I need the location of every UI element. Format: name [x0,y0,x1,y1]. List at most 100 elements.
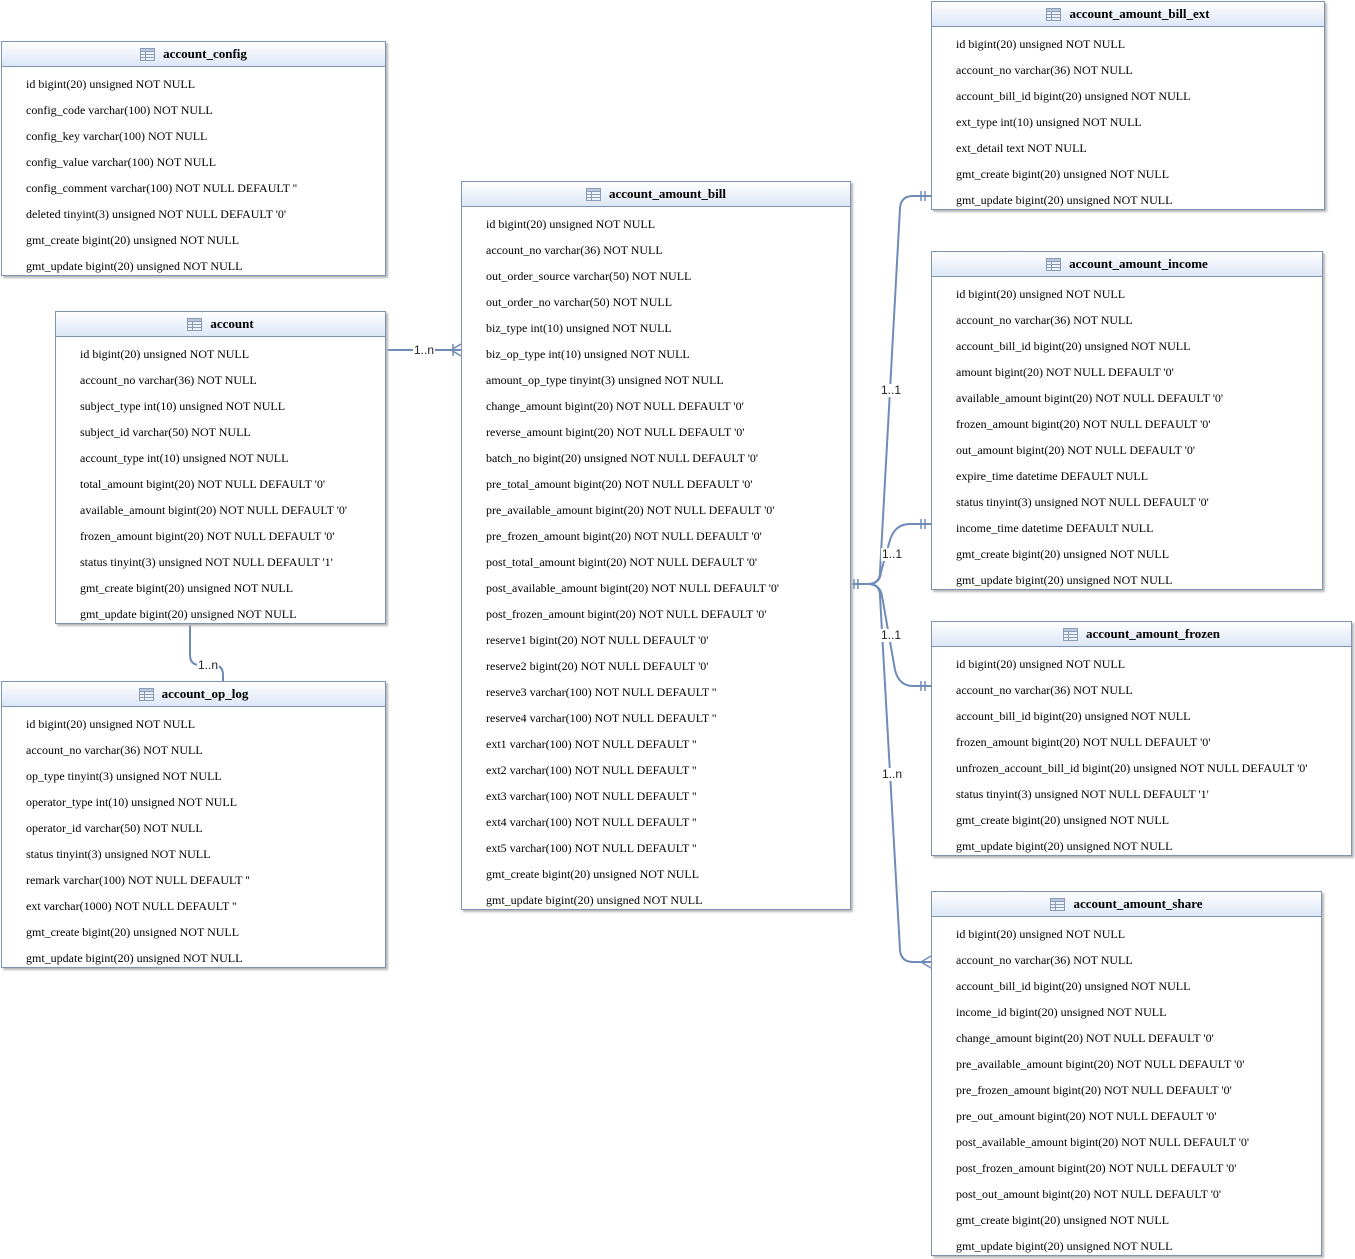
field-row[interactable]: change_amount bigint(20) NOT NULL DEFAUL… [956,1031,1214,1045]
field-row[interactable]: gmt_update bigint(20) unsigned NOT NULL [956,193,1173,207]
field-row[interactable]: gmt_update bigint(20) unsigned NOT NULL [956,1239,1173,1253]
field-row[interactable]: account_bill_id bigint(20) unsigned NOT … [956,339,1191,353]
field-row[interactable]: pre_frozen_amount bigint(20) NOT NULL DE… [486,529,762,543]
field-row[interactable]: subject_id varchar(50) NOT NULL [80,425,251,439]
field-row[interactable]: gmt_create bigint(20) unsigned NOT NULL [956,167,1170,181]
field-row[interactable]: ext1 varchar(100) NOT NULL DEFAULT '' [486,737,697,751]
entity-header[interactable]: account_amount_income [932,252,1322,277]
field-row[interactable]: post_available_amount bigint(20) NOT NUL… [486,581,780,595]
field-row[interactable]: income_time datetime DEFAULT NULL [956,521,1154,535]
field-row[interactable]: biz_type int(10) unsigned NOT NULL [486,321,672,335]
field-row[interactable]: pre_available_amount bigint(20) NOT NULL… [486,503,775,517]
field-row[interactable]: biz_op_type int(10) unsigned NOT NULL [486,347,690,361]
field-row[interactable]: account_bill_id bigint(20) unsigned NOT … [956,89,1191,103]
field-row[interactable]: id bigint(20) unsigned NOT NULL [956,657,1126,671]
field-row[interactable]: income_id bigint(20) unsigned NOT NULL [956,1005,1167,1019]
field-row[interactable]: reserve4 varchar(100) NOT NULL DEFAULT '… [486,711,717,725]
field-row[interactable]: gmt_create bigint(20) unsigned NOT NULL [26,925,240,939]
field-row[interactable]: available_amount bigint(20) NOT NULL DEF… [80,503,348,517]
field-row[interactable]: id bigint(20) unsigned NOT NULL [956,287,1126,301]
field-row[interactable]: operator_id varchar(50) NOT NULL [26,821,203,835]
field-row[interactable]: gmt_create bigint(20) unsigned NOT NULL [26,233,240,247]
field-row[interactable]: account_no varchar(36) NOT NULL [486,243,663,257]
field-row[interactable]: out_order_source varchar(50) NOT NULL [486,269,692,283]
field-row[interactable]: id bigint(20) unsigned NOT NULL [486,217,656,231]
field-row[interactable]: ext3 varchar(100) NOT NULL DEFAULT '' [486,789,697,803]
entity-header[interactable]: account_amount_share [932,892,1321,917]
field-row[interactable]: post_frozen_amount bigint(20) NOT NULL D… [486,607,767,621]
entity-header[interactable]: account [56,312,385,337]
field-row[interactable]: config_code varchar(100) NOT NULL [26,103,213,117]
field-row[interactable]: ext_detail text NOT NULL [956,141,1087,155]
field-row[interactable]: pre_total_amount bigint(20) NOT NULL DEF… [486,477,753,491]
field-row[interactable]: out_order_no varchar(50) NOT NULL [486,295,673,309]
field-row[interactable]: reverse_amount bigint(20) NOT NULL DEFAU… [486,425,745,439]
field-row[interactable]: pre_available_amount bigint(20) NOT NULL… [956,1057,1245,1071]
field-row[interactable]: frozen_amount bigint(20) NOT NULL DEFAUL… [956,735,1211,749]
field-row[interactable]: gmt_create bigint(20) unsigned NOT NULL [956,547,1170,561]
field-row[interactable]: unfrozen_account_bill_id bigint(20) unsi… [956,761,1308,775]
field-row[interactable]: account_no varchar(36) NOT NULL [956,683,1133,697]
field-row[interactable]: gmt_update bigint(20) unsigned NOT NULL [80,607,297,621]
field-row[interactable]: id bigint(20) unsigned NOT NULL [956,37,1126,51]
field-row[interactable]: gmt_update bigint(20) unsigned NOT NULL [956,839,1173,853]
field-row[interactable]: id bigint(20) unsigned NOT NULL [80,347,250,361]
field-row[interactable]: account_no varchar(36) NOT NULL [80,373,257,387]
field-row[interactable]: amount_op_type tinyint(3) unsigned NOT N… [486,373,724,387]
field-row[interactable]: remark varchar(100) NOT NULL DEFAULT '' [26,873,250,887]
entity-header[interactable]: account_amount_bill_ext [932,2,1324,27]
field-row[interactable]: gmt_create bigint(20) unsigned NOT NULL [80,581,294,595]
field-row[interactable]: gmt_update bigint(20) unsigned NOT NULL [486,893,703,907]
field-row[interactable]: post_frozen_amount bigint(20) NOT NULL D… [956,1161,1237,1175]
field-row[interactable]: expire_time datetime DEFAULT NULL [956,469,1149,483]
field-row[interactable]: account_no varchar(36) NOT NULL [26,743,203,757]
entity-header[interactable]: account_amount_bill [462,182,850,207]
field-row[interactable]: gmt_create bigint(20) unsigned NOT NULL [956,813,1170,827]
field-row[interactable]: reserve1 bigint(20) NOT NULL DEFAULT '0' [486,633,709,647]
field-row[interactable]: gmt_update bigint(20) unsigned NOT NULL [956,573,1173,587]
field-row[interactable]: status tinyint(3) unsigned NOT NULL [26,847,211,861]
field-row[interactable]: total_amount bigint(20) NOT NULL DEFAULT… [80,477,326,491]
field-row[interactable]: account_bill_id bigint(20) unsigned NOT … [956,709,1191,723]
field-row[interactable]: frozen_amount bigint(20) NOT NULL DEFAUL… [956,417,1211,431]
field-row[interactable]: config_comment varchar(100) NOT NULL DEF… [26,181,298,195]
field-row[interactable]: account_no varchar(36) NOT NULL [956,953,1133,967]
field-row[interactable]: amount bigint(20) NOT NULL DEFAULT '0' [956,365,1174,379]
field-row[interactable]: ext_type int(10) unsigned NOT NULL [956,115,1142,129]
entity-header[interactable]: account_amount_frozen [932,622,1351,647]
field-row[interactable]: status tinyint(3) unsigned NOT NULL DEFA… [956,787,1209,801]
field-row[interactable]: deleted tinyint(3) unsigned NOT NULL DEF… [26,207,287,221]
field-row[interactable]: out_amount bigint(20) NOT NULL DEFAULT '… [956,443,1196,457]
field-row[interactable]: operator_type int(10) unsigned NOT NULL [26,795,238,809]
field-row[interactable]: frozen_amount bigint(20) NOT NULL DEFAUL… [80,529,335,543]
field-row[interactable]: ext5 varchar(100) NOT NULL DEFAULT '' [486,841,697,855]
field-row[interactable]: config_key varchar(100) NOT NULL [26,129,208,143]
field-row[interactable]: id bigint(20) unsigned NOT NULL [26,77,196,91]
field-row[interactable]: status tinyint(3) unsigned NOT NULL DEFA… [80,555,333,569]
field-row[interactable]: gmt_update bigint(20) unsigned NOT NULL [26,259,243,273]
field-row[interactable]: post_total_amount bigint(20) NOT NULL DE… [486,555,758,569]
field-row[interactable]: reserve3 varchar(100) NOT NULL DEFAULT '… [486,685,717,699]
field-row[interactable]: config_value varchar(100) NOT NULL [26,155,217,169]
field-row[interactable]: account_bill_id bigint(20) unsigned NOT … [956,979,1191,993]
field-row[interactable]: change_amount bigint(20) NOT NULL DEFAUL… [486,399,744,413]
field-row[interactable]: id bigint(20) unsigned NOT NULL [26,717,196,731]
field-row[interactable]: gmt_update bigint(20) unsigned NOT NULL [26,951,243,965]
field-row[interactable]: available_amount bigint(20) NOT NULL DEF… [956,391,1224,405]
field-row[interactable]: status tinyint(3) unsigned NOT NULL DEFA… [956,495,1209,509]
entity-header[interactable]: account_config [2,42,385,67]
field-row[interactable]: gmt_create bigint(20) unsigned NOT NULL [486,867,700,881]
field-row[interactable]: gmt_create bigint(20) unsigned NOT NULL [956,1213,1170,1227]
field-row[interactable]: op_type tinyint(3) unsigned NOT NULL [26,769,222,783]
field-row[interactable]: id bigint(20) unsigned NOT NULL [956,927,1126,941]
field-row[interactable]: ext2 varchar(100) NOT NULL DEFAULT '' [486,763,697,777]
field-row[interactable]: subject_type int(10) unsigned NOT NULL [80,399,286,413]
field-row[interactable]: batch_no bigint(20) unsigned NOT NULL DE… [486,451,759,465]
field-row[interactable]: ext varchar(1000) NOT NULL DEFAULT '' [26,899,237,913]
